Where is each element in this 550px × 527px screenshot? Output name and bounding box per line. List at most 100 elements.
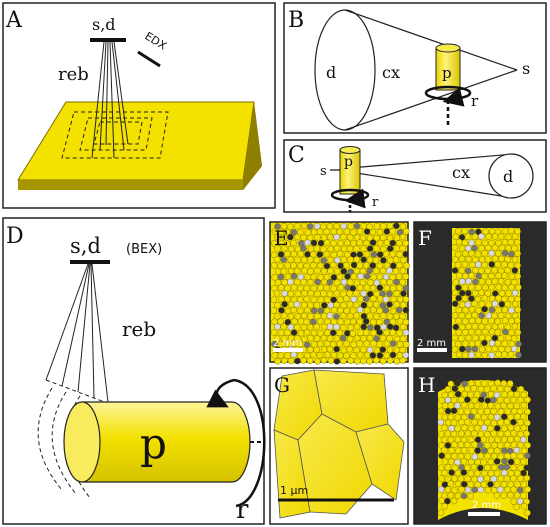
grain [392,268,400,275]
grain [346,245,354,253]
grain [463,408,471,416]
panel-f: F 2 mm [413,221,547,363]
grain [500,402,507,410]
grain [300,312,308,319]
grain [389,307,397,315]
grain [471,441,478,448]
grain [402,239,409,247]
grain [395,273,403,280]
grain [481,239,489,247]
grain [347,222,355,230]
grain [458,278,466,285]
grain [460,481,468,488]
grain [274,233,281,241]
panel-a-frame [2,2,276,209]
grain [507,261,515,269]
grain [472,334,479,342]
grain [317,239,325,247]
grain [468,295,475,302]
grain [477,385,485,393]
panel-e-grain-map [270,222,410,365]
grain [477,408,484,416]
grain [445,419,452,426]
grain [444,385,452,393]
panel-h-grain-map [437,379,531,517]
grain [468,306,476,313]
grain [356,262,364,269]
grain [396,251,403,258]
grain [290,250,298,258]
grain [514,306,522,313]
grain [307,289,315,297]
grain [383,239,391,246]
grain [316,352,324,359]
grain [504,441,511,449]
grain [494,425,501,432]
grain [294,233,301,241]
grain [441,469,448,477]
grain [504,279,512,286]
grain [320,346,328,353]
grain [274,279,282,286]
grain [461,390,469,398]
grain [313,245,321,252]
grain [517,452,524,460]
grain [495,351,502,358]
grain [284,340,291,348]
grain [274,223,281,230]
grain [369,284,377,292]
grain [400,256,407,264]
grain [350,296,358,303]
grain [337,318,345,325]
panel-c-source-label: s [320,164,327,179]
grain [515,351,522,359]
grain [280,222,288,230]
grain [346,301,354,308]
grain [441,446,448,454]
grain [504,386,511,393]
grain [494,329,502,336]
grain [317,330,324,337]
grain [336,352,344,359]
grain [468,249,475,257]
grain [333,222,340,230]
grain [468,239,475,246]
edx-detector [137,50,161,68]
grain [363,273,371,280]
panel-f-grain-map [451,227,522,359]
grain [320,257,327,264]
grain [497,233,505,240]
grain [389,329,397,336]
grain [314,358,321,365]
grain [455,329,463,336]
grain [482,228,489,235]
grain [472,289,479,297]
grain [403,262,410,269]
grain [481,294,488,302]
grain [366,256,374,264]
grain [510,441,518,448]
grain [326,312,334,319]
grain [507,491,514,499]
grain [359,234,367,242]
grain [454,391,462,398]
grain [376,251,384,258]
grain [304,229,312,236]
grain [336,273,344,281]
grain [461,239,469,247]
grain [330,329,337,337]
grain [370,340,377,347]
panel-a-source-detector-label: s,d [92,15,116,34]
grain [399,278,406,286]
grain [478,300,486,308]
grain [390,262,397,270]
grain [356,251,364,258]
grain [490,475,497,483]
panel-b-cone-top [344,9,518,71]
grain [475,238,482,246]
grain [366,301,374,308]
grain [448,425,455,432]
grain [327,245,334,253]
grain [437,475,445,482]
grain [460,458,468,465]
